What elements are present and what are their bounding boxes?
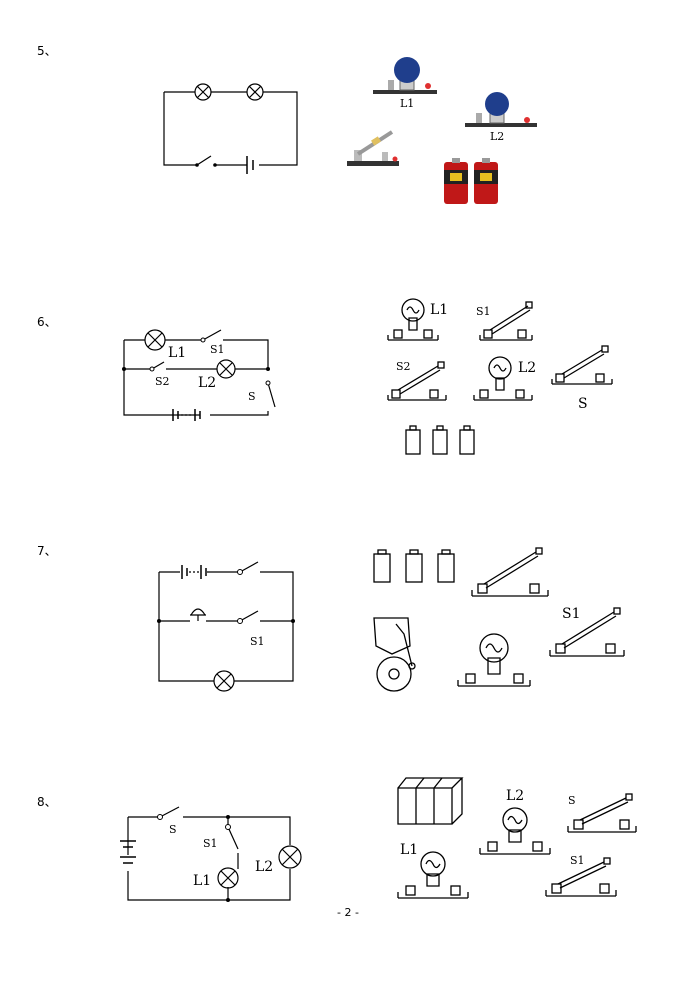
q8-lamp-l1-symbol bbox=[217, 867, 239, 889]
q6-battery-symbol bbox=[172, 409, 201, 421]
q6-switch-s-icon bbox=[551, 345, 613, 385]
q6-switch-s1-symbol bbox=[202, 329, 222, 341]
q8-comp-label-l1: L1 bbox=[400, 842, 418, 858]
q6-comp-label-s1: S1 bbox=[476, 305, 491, 318]
q6-switch-s1-icon bbox=[479, 301, 533, 341]
q6-comp-label-s: S bbox=[578, 396, 588, 412]
q7-component-drawings: S1 bbox=[373, 547, 625, 692]
q6-label-l2: L2 bbox=[198, 375, 216, 391]
q5-switch-symbol bbox=[196, 155, 212, 166]
q8-battery-symbol bbox=[120, 840, 136, 864]
q8-bulb-l1-icon bbox=[397, 851, 469, 899]
q6-bulb-l2-icon bbox=[473, 356, 533, 401]
q8-lamp-l2-symbol bbox=[278, 845, 302, 869]
q5-lamp-2-symbol bbox=[246, 83, 264, 101]
q8-label-l1: L1 bbox=[193, 873, 211, 889]
q6-label-s: S bbox=[248, 390, 256, 403]
q5-battery-symbol bbox=[246, 156, 254, 174]
q7-batteries-icon bbox=[373, 549, 455, 583]
q5-label-l2: L2 bbox=[490, 130, 504, 143]
q5-bulb-l2-icon bbox=[465, 92, 537, 127]
q6-comp-label-s2: S2 bbox=[396, 360, 411, 373]
question-7-number: 7、 bbox=[37, 544, 57, 558]
q7-comp-label-s1: S1 bbox=[562, 606, 581, 622]
question-5-number: 5、 bbox=[37, 44, 57, 58]
q6-lamp-l2-symbol bbox=[216, 359, 236, 379]
q6-label-l1: L1 bbox=[168, 345, 186, 361]
q8-comp-label-s: S bbox=[568, 794, 576, 807]
q8-label-s: S bbox=[169, 823, 177, 836]
q7-switch-1-symbol bbox=[239, 561, 259, 573]
q7-label-s1: S1 bbox=[250, 635, 265, 648]
q6-switch-s2-icon bbox=[387, 361, 447, 401]
q6-label-s2: S2 bbox=[155, 375, 170, 388]
q7-battery-symbol bbox=[181, 565, 207, 579]
q6-component-drawings: L1 S1 S2 L2 S bbox=[387, 298, 613, 455]
q6-comp-label-l1: L1 bbox=[430, 302, 448, 318]
q8-comp-label-s1: S1 bbox=[570, 854, 585, 867]
q5-component-photos: L1 L2 bbox=[347, 57, 537, 204]
q7-circuit-diagram: S1 bbox=[157, 561, 295, 692]
q7-bulb-icon bbox=[457, 633, 531, 687]
q8-switch-s-symbol bbox=[159, 806, 180, 818]
q5-knife-switch-icon bbox=[347, 130, 399, 166]
q7-electric-bell-icon bbox=[373, 617, 416, 692]
q7-lamp-symbol bbox=[213, 670, 235, 692]
q6-batteries-icon bbox=[405, 425, 475, 455]
q5-label-l1: L1 bbox=[400, 97, 414, 110]
q7-switch-s1-icon bbox=[549, 607, 625, 657]
q8-circuit-diagram: S S1 L1 L2 bbox=[120, 806, 302, 902]
q7-switch-1-icon bbox=[471, 547, 549, 597]
q6-lamp-l1-symbol bbox=[144, 329, 166, 351]
q7-bell-symbol bbox=[190, 614, 206, 621]
q5-bulb-l1-icon bbox=[373, 57, 437, 94]
question-6-number: 6、 bbox=[37, 315, 57, 329]
q6-comp-label-l2: L2 bbox=[518, 360, 536, 376]
page-number: - 2 - bbox=[337, 906, 359, 919]
q6-bulb-l1-icon bbox=[387, 298, 439, 341]
q5-lamp-1-symbol bbox=[194, 83, 212, 101]
q8-switch-s1-symbol bbox=[227, 826, 239, 850]
q6-circuit-diagram: L1 S1 S2 L2 S bbox=[122, 329, 276, 421]
q8-bulb-l2-icon bbox=[479, 807, 551, 855]
q7-switch-s1-symbol bbox=[239, 610, 259, 622]
q8-comp-label-l2: L2 bbox=[506, 788, 524, 804]
q8-label-s1: S1 bbox=[203, 837, 218, 850]
q5-batteries-icon bbox=[444, 158, 498, 204]
q8-label-l2: L2 bbox=[255, 859, 273, 875]
q5-circuit-diagram bbox=[163, 83, 298, 174]
q8-switch-s-icon bbox=[567, 793, 637, 833]
question-8-number: 8、 bbox=[37, 795, 57, 809]
q8-component-drawings: L2 S L1 S1 bbox=[397, 777, 637, 899]
q6-label-s1: S1 bbox=[210, 343, 225, 356]
q8-battery-pack-icon bbox=[397, 777, 464, 825]
q8-switch-s1-icon bbox=[545, 857, 617, 897]
